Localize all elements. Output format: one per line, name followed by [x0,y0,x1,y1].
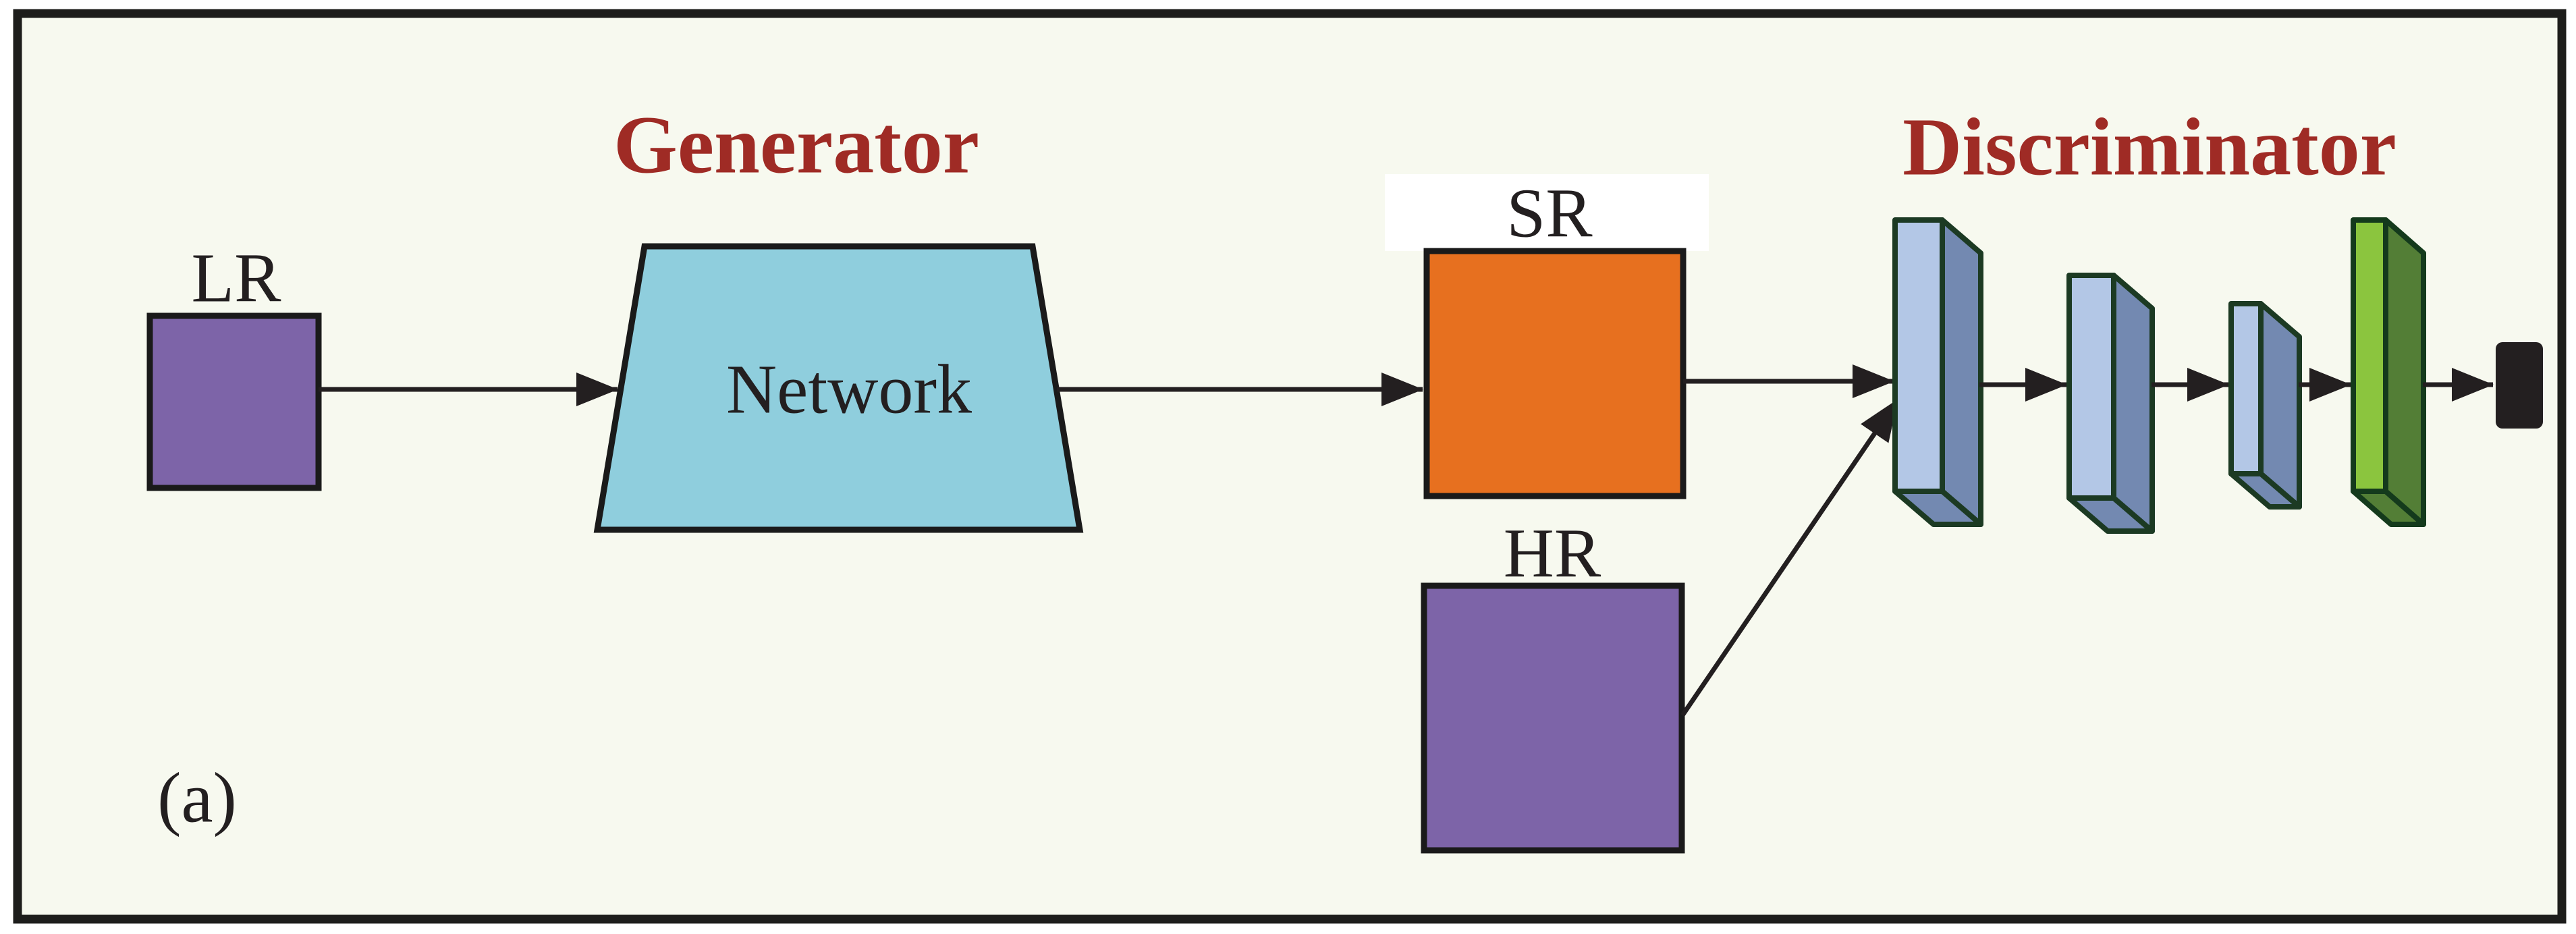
conv-layer-1 [1892,217,1983,527]
dense-layer-side [2383,217,2426,527]
conv-layer-1-side [1940,217,1983,527]
conv-layer-1-front [1892,217,1945,494]
conv-layer-2-front [2066,273,2116,501]
conv-layer-3 [2228,301,2302,510]
dense-layer-front [2351,217,2388,494]
sr-box [1423,248,1687,499]
dense-layer [2351,217,2426,527]
panel-label: (a) [157,759,237,837]
discriminator-title: Discriminator [1902,102,2396,193]
sr-label: SR [1506,175,1593,252]
generator-title: Generator [613,100,979,191]
sr-label-background [1385,174,1709,251]
generator-network-trapezoid [593,243,1084,533]
conv-layer-2-side [2111,273,2155,534]
conv-layer-2 [2066,273,2155,534]
network-label: Network [726,351,972,429]
discriminator-output-node [2496,342,2543,429]
hr-box [1421,582,1685,854]
lr-box [146,312,322,491]
conv-layer-3-front [2228,301,2264,476]
lr-label: LR [192,240,282,317]
arrow-hr-to-discriminator [1680,398,1900,717]
hr-label: HR [1504,515,1601,593]
